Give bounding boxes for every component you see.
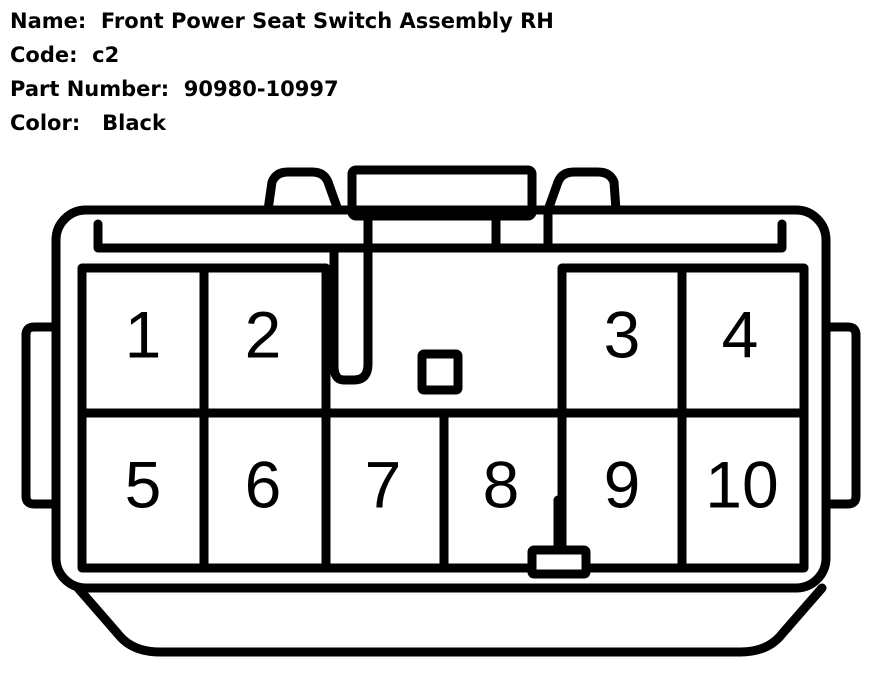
pin-label-3: 3	[604, 297, 641, 371]
part-number-row: Part Number: 90980-10997	[10, 72, 554, 106]
pin-label-6: 6	[245, 447, 282, 521]
part-number-label: Part Number:	[10, 77, 170, 101]
pin-label-10: 10	[705, 447, 778, 521]
name-label: Name:	[10, 9, 87, 33]
latch-left-arm	[329, 205, 373, 385]
inner-top-band	[93, 219, 787, 253]
part-number-value: 90980-10997	[183, 77, 339, 101]
pin-label-1: 1	[125, 297, 162, 371]
top-left-ear	[263, 167, 343, 215]
name-value: Front Power Seat Switch Assembly RH	[100, 9, 554, 33]
connector-info: Name: Front Power Seat Switch Assembly R…	[10, 4, 554, 140]
pin-label-7: 7	[365, 447, 402, 521]
code-row: Code: c2	[10, 38, 554, 72]
right-side-ear	[821, 322, 861, 509]
pin-label-8: 8	[483, 447, 520, 521]
color-label: Color:	[10, 111, 81, 135]
color-row: Color: Black	[10, 106, 554, 140]
top-right-ear	[543, 167, 621, 215]
guide-square	[417, 349, 463, 395]
latch-right-arm	[491, 205, 553, 253]
pin-label-4: 4	[722, 297, 759, 371]
code-value: c2	[92, 43, 120, 67]
latch-top	[347, 165, 537, 221]
housing-body	[51, 205, 831, 593]
color-value: Black	[102, 111, 166, 135]
code-label: Code:	[10, 43, 78, 67]
pin-label-2: 2	[245, 297, 282, 371]
pin-label-5: 5	[125, 447, 162, 521]
name-row: Name: Front Power Seat Switch Assembly R…	[10, 4, 554, 38]
housing-skirt	[73, 583, 827, 657]
left-side-ear	[21, 322, 61, 509]
pin-label-9: 9	[604, 447, 641, 521]
bottom-key	[527, 545, 591, 579]
